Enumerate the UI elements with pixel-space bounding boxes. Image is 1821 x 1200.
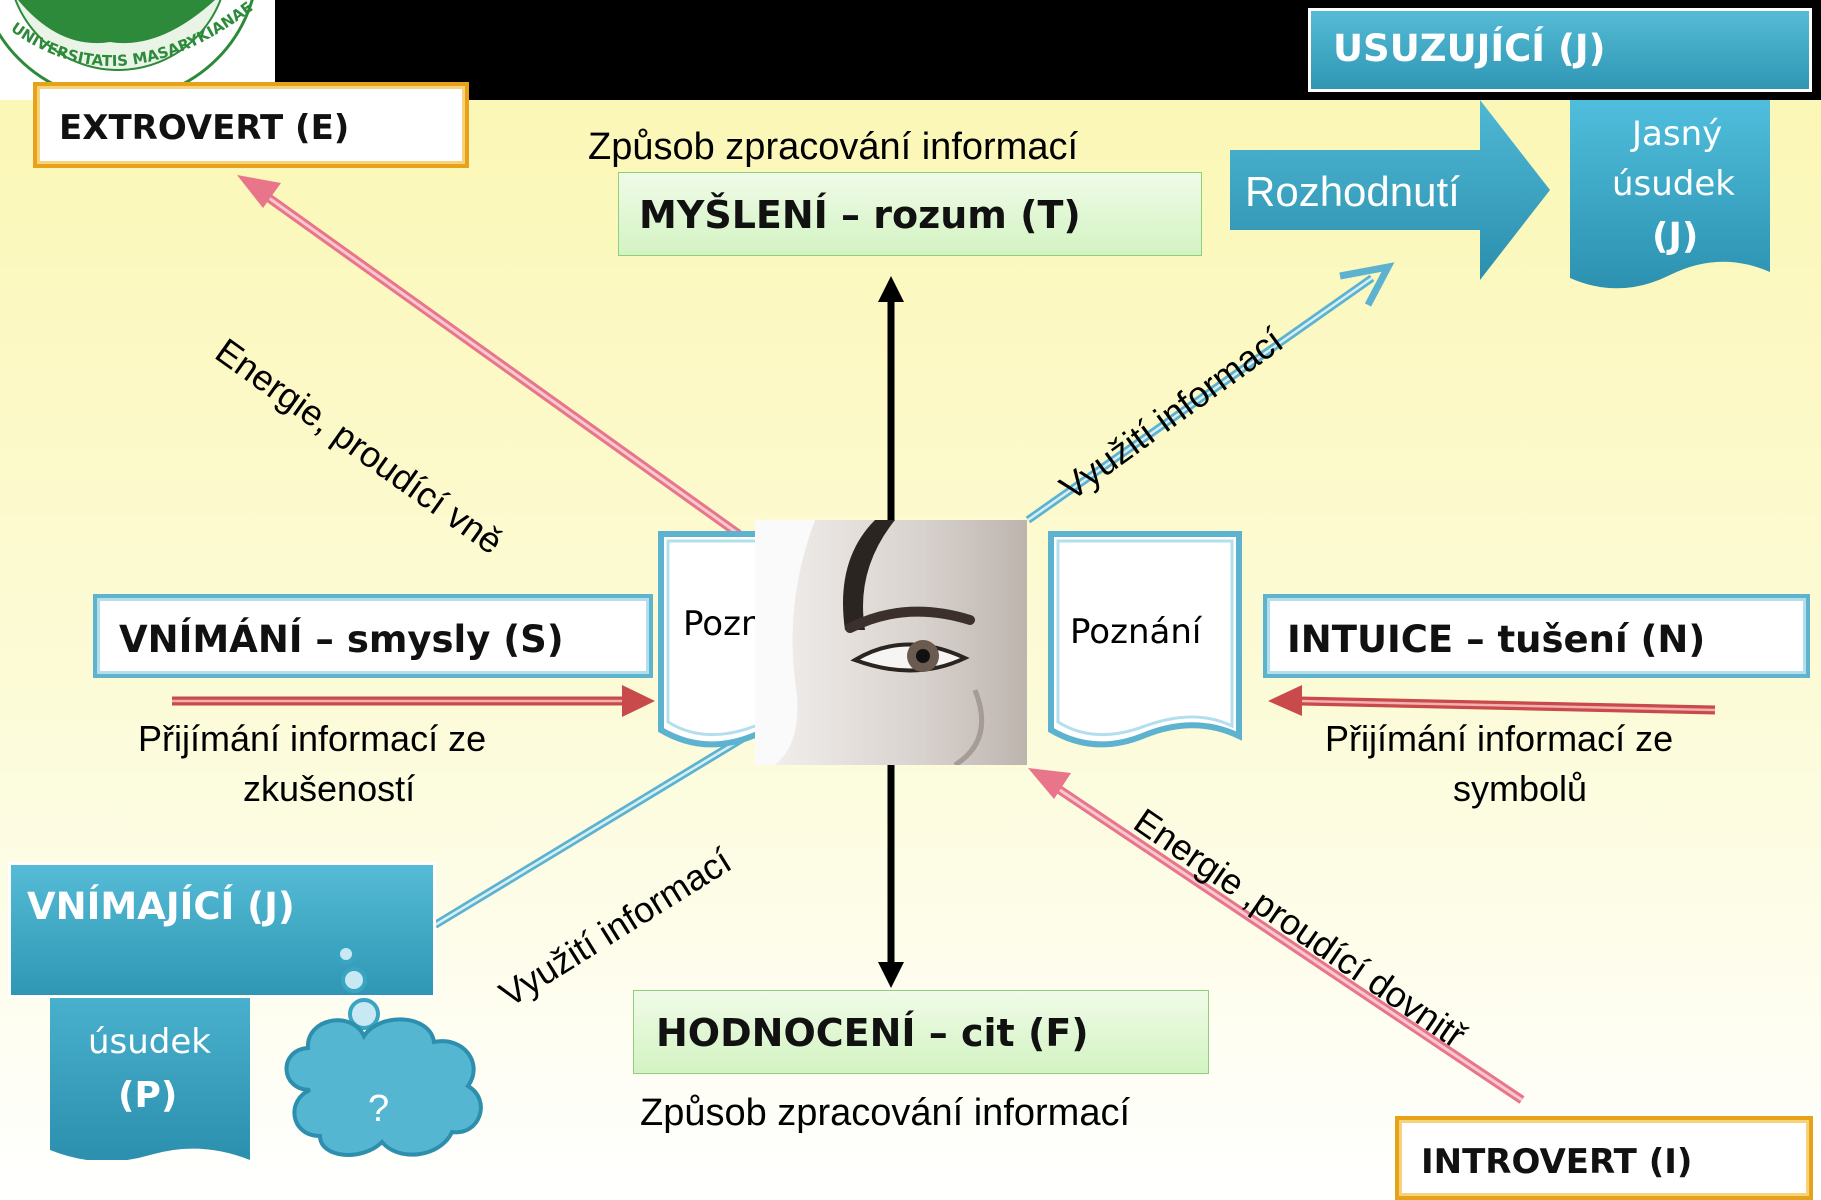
introvert-box: INTROVERT (I) (1395, 1116, 1813, 1200)
perceiving-judgment-line2: úsudek (88, 1022, 212, 1062)
cognition-doc-right (1048, 531, 1242, 748)
sensing-caption-line2: zkušeností (243, 768, 416, 809)
sensing-label: VNÍMÁNÍ – smysly (S) (119, 618, 564, 661)
sensing-box: VNÍMÁNÍ – smysly (S) (93, 594, 653, 678)
vertical-axis-arrows (878, 276, 904, 988)
extrovert-box: EXTROVERT (E) (33, 82, 469, 168)
energy-in-arrow (1028, 768, 1525, 1104)
thinking-label: MYŠLENÍ – rozum (T) (639, 193, 1081, 237)
judging-header-box: USUZUJÍCÍ (J) (1308, 8, 1812, 92)
use-info-bottom-line (432, 724, 763, 929)
feeling-label: HODNOCENÍ – cit (F) (656, 1011, 1089, 1055)
feeling-box: HODNOCENÍ – cit (F) (633, 990, 1209, 1074)
intuition-caption-line2: symbolů (1453, 768, 1588, 809)
intuition-intake-arrow (1268, 685, 1716, 716)
university-seal-logo: UNIVERSITATIS MASARYKIANAE (0, 0, 256, 102)
perceiving-judgment-line3: (P) (118, 1075, 178, 1116)
thinking-caption: Způsob zpracování informací (588, 126, 1079, 168)
extrovert-label: EXTROVERT (E) (59, 108, 350, 148)
intuition-label: INTUICE – tušení (N) (1287, 618, 1706, 661)
clear-judgment-doc (1570, 100, 1770, 289)
thought-cloud (284, 944, 483, 1157)
perceiving-label: VNÍMAJÍCÍ (J) (27, 885, 295, 928)
introvert-label: INTROVERT (I) (1421, 1142, 1693, 1182)
perceiving-judgment-doc (50, 960, 250, 1160)
logo-area: UNIVERSITATIS MASARYKIANAE (0, 0, 275, 102)
thinking-box: MYŠLENÍ – rozum (T) (618, 172, 1202, 256)
sensing-caption-line1: Přijímání informací ze (138, 718, 487, 759)
cognition-doc-right-label: Poznání (1070, 612, 1202, 652)
clear-judgment-line2: úsudek (1612, 164, 1736, 204)
clear-judgment-line3: (J) (1652, 216, 1699, 257)
sensing-intake-arrow (172, 685, 655, 717)
feeling-caption: Způsob zpracování informací (640, 1092, 1131, 1134)
clear-judgment-line1: Jasný (1632, 114, 1723, 154)
intuition-caption-line1: Přijímání informací ze (1325, 718, 1674, 759)
thought-cloud-text: ? (368, 1088, 390, 1130)
judging-header-label: USUZUJÍCÍ (J) (1333, 27, 1606, 70)
decision-label: Rozhodnutí (1245, 168, 1460, 215)
energy-out-arrow (237, 175, 743, 539)
use-info-top-arrow (1025, 262, 1395, 524)
decision-arrow (1230, 100, 1550, 280)
face-eye-image (755, 520, 1027, 765)
intuition-box: INTUICE – tušení (N) (1263, 594, 1810, 678)
